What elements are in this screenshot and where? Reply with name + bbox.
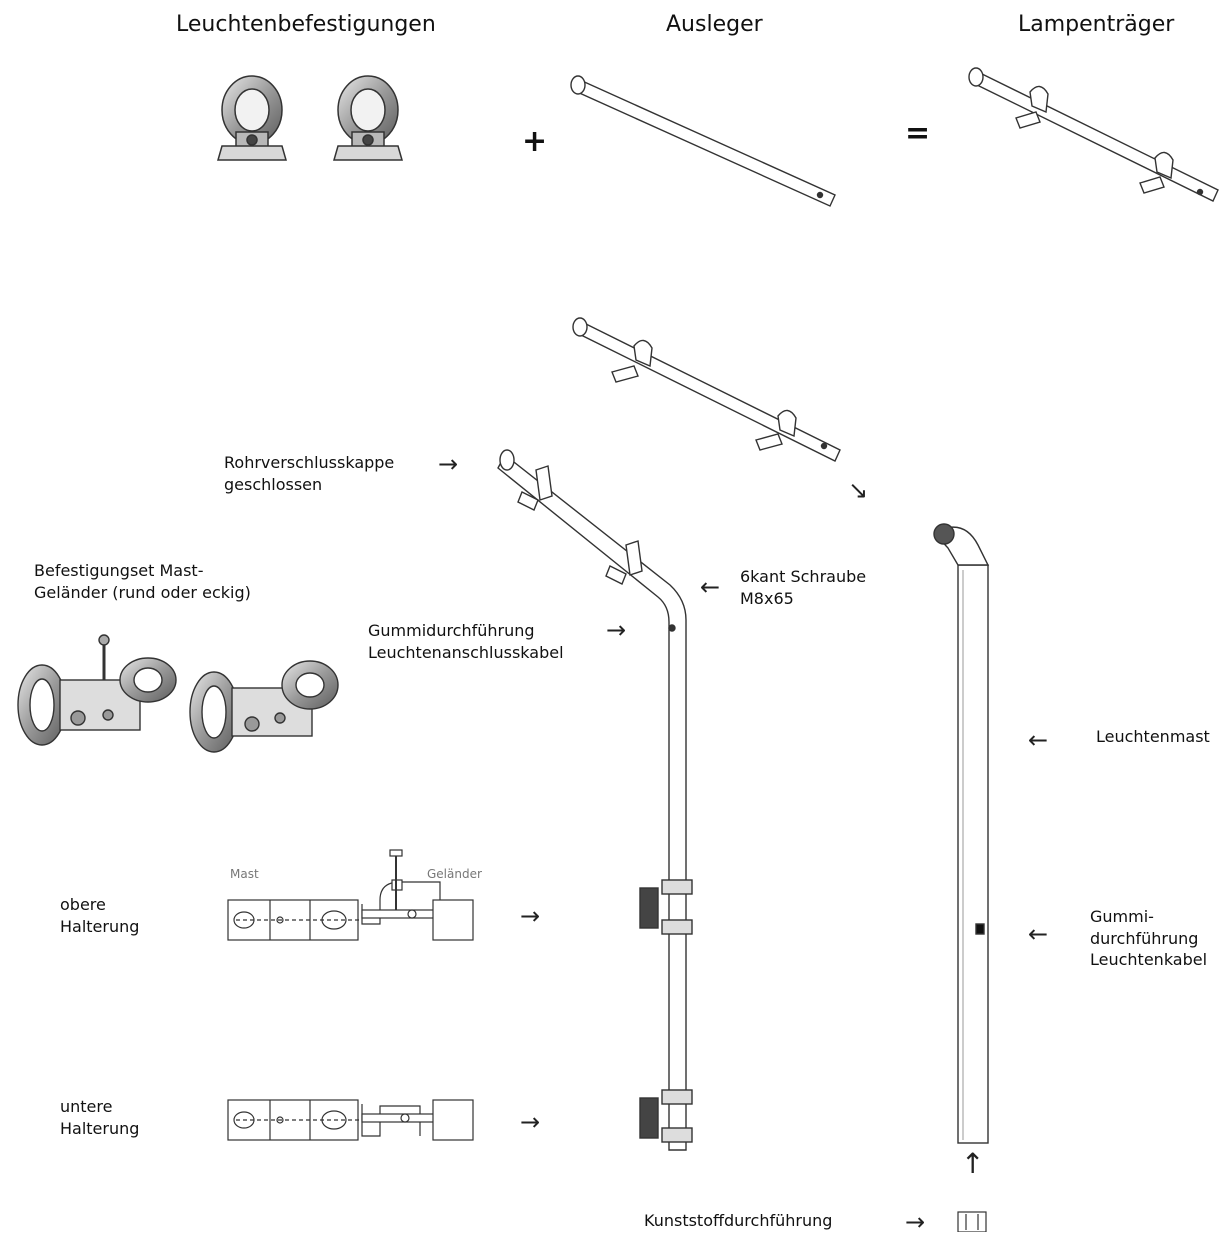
arrow-up-icon: ↑ <box>961 1147 985 1180</box>
plastic-grommet-label: Kunststoffdurchführung <box>644 1211 833 1230</box>
heading-fixings: Leuchtenbefestigungen <box>176 12 436 37</box>
plastic-grommet-icon <box>957 1211 987 1232</box>
assembled-pole-icon <box>497 449 693 1151</box>
arrow-right-icon: → <box>438 450 459 478</box>
equals-sign: = <box>905 116 931 151</box>
arrow-left-icon: ← <box>700 573 721 601</box>
arrow-right-icon: → <box>905 1208 926 1236</box>
mounting-set-label: Befestigungset Mast- Geländer (rund oder… <box>34 561 251 602</box>
arrow-right-icon: → <box>520 1108 541 1136</box>
cap-label: Rohrverschlusskappe geschlossen <box>224 453 395 494</box>
railing-small-label: Geländer <box>427 867 482 881</box>
mast-small-label: Mast <box>230 867 259 881</box>
lamp-mast-icon <box>933 523 990 1144</box>
lower-bracket-drawing <box>227 1099 474 1141</box>
arrow-right-icon: → <box>520 902 541 930</box>
screw-label: 6kant Schraube M8x65 <box>740 567 867 608</box>
upper-bracket-label: obere Halterung <box>60 895 140 936</box>
rubber-grommet-label: Gummi- durchführung Leuchtenkabel <box>1090 907 1208 970</box>
arrow-left-icon: ← <box>1028 920 1049 948</box>
arrow-left-icon: ← <box>1028 726 1049 754</box>
lamp-mast-label: Leuchtenmast <box>1096 727 1210 746</box>
grommet-label: Gummidurchführung Leuchtenanschlusskabel <box>368 621 564 662</box>
heading-lamp-carrier: Lampenträger <box>1018 12 1175 37</box>
plus-sign: + <box>522 124 548 159</box>
clamp-icon <box>333 75 403 161</box>
arrow-down-right-icon: ↘ <box>848 476 869 504</box>
arrow-right-icon: → <box>606 616 627 644</box>
mounting-set-icon <box>17 634 177 746</box>
heading-arm: Ausleger <box>666 12 763 37</box>
clamp-icon <box>217 75 287 161</box>
lamp-carrier-icon <box>572 317 841 462</box>
upper-bracket-drawing <box>227 849 474 941</box>
arm-tube-icon <box>570 75 836 207</box>
mounting-set-icon <box>189 660 339 753</box>
lamp-carrier-icon <box>968 67 1219 202</box>
lower-bracket-label: untere Halterung <box>60 1097 140 1138</box>
